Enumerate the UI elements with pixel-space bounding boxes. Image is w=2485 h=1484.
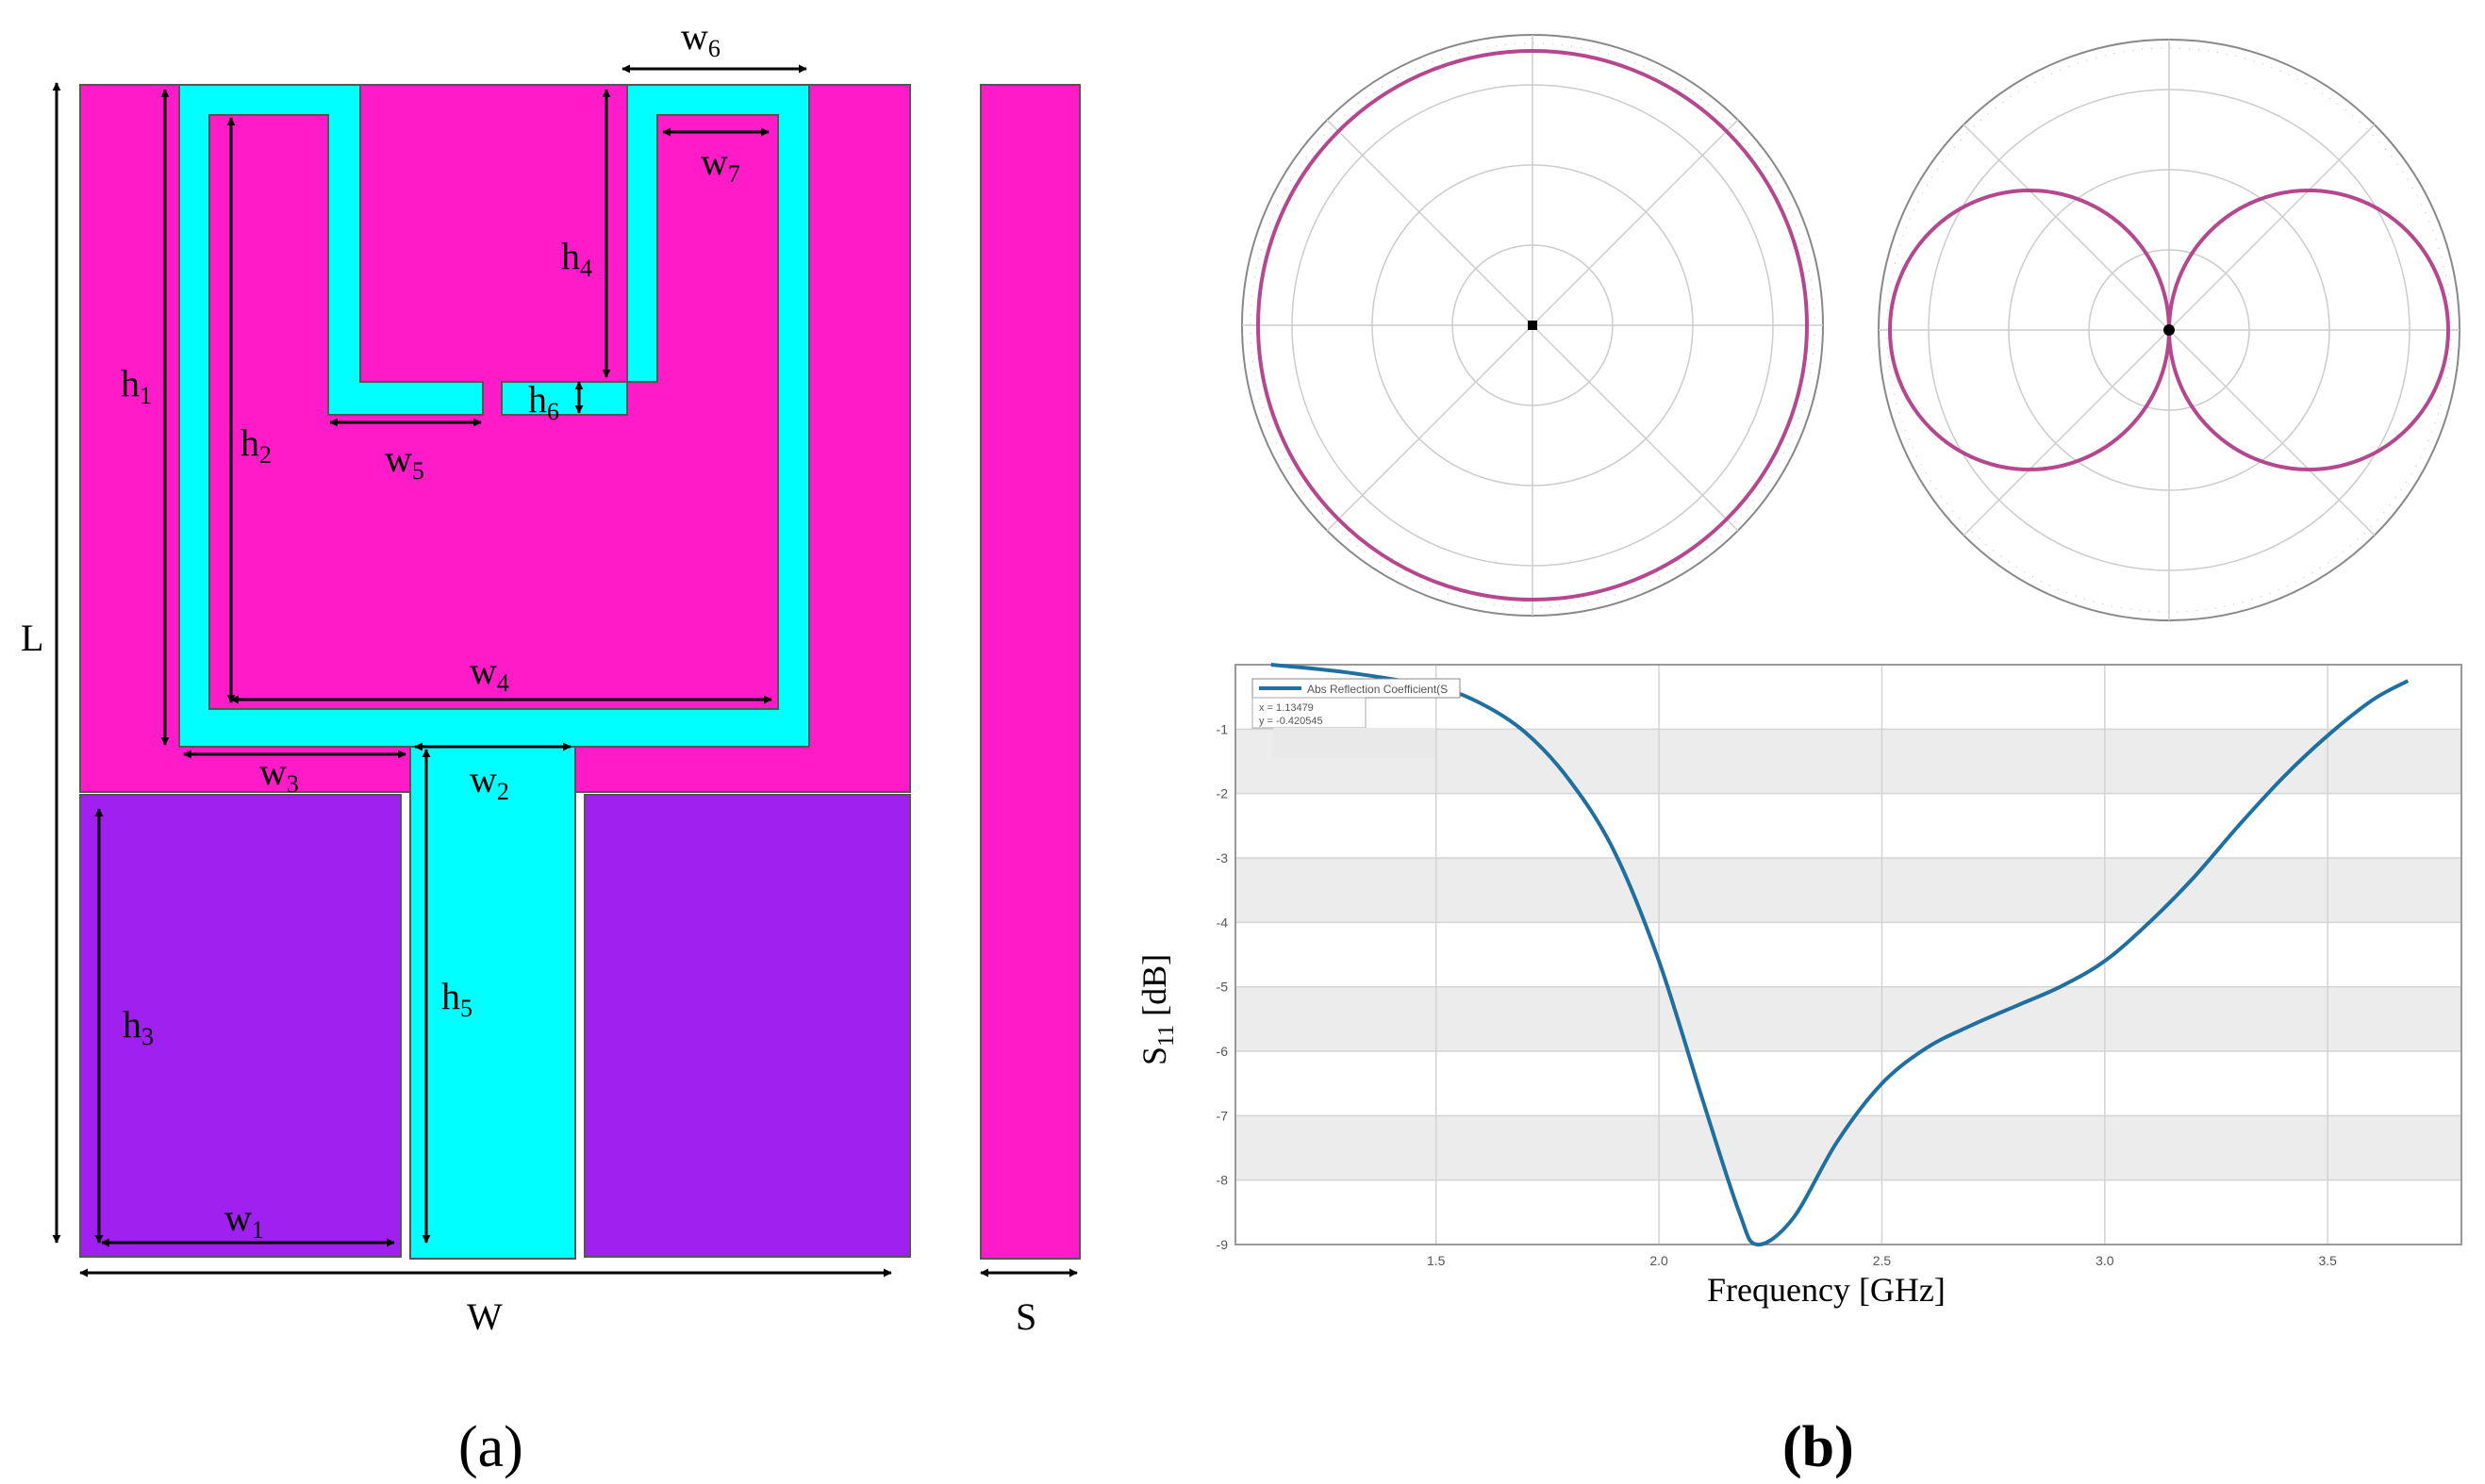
y-tick-label: -4 [1217,915,1229,930]
label-h6: h6 [528,378,559,425]
y-tick-label: -6 [1217,1044,1229,1059]
y-tick-label: -9 [1217,1237,1229,1252]
marker-x-readout: x = 1.13479 [1259,702,1314,714]
plot-frame [1234,664,2462,1245]
polar-origin [2163,324,2175,336]
substrate [79,84,911,793]
x-tick-label: 3.0 [2096,1253,2114,1268]
label-w3: w3 [259,750,299,798]
x-axis-label: Frequency [GHz] [1707,1271,1946,1309]
label-W: W [467,1295,503,1338]
y-tick-label: -8 [1217,1173,1229,1188]
y-axis-label: S11 [dB] [1135,954,1179,1065]
feed-line [409,744,576,1260]
polar-origin [1528,321,1537,330]
antenna-layout [79,84,1081,1260]
label-h4: h4 [561,235,592,282]
s11-curve [1270,663,2410,1247]
label-S: S [1016,1295,1036,1338]
x-tick-label: 2.5 [1873,1253,1892,1268]
dimension-labels: L W S h1 h2 h3 h4 h5 h6 w1 w2 w3 w4 w5 w… [21,15,1036,1338]
x-tick-labels: 1.5 2.0 2.5 3.0 3.5 [1427,1253,2337,1268]
caption-b: (b) [1782,1415,1854,1479]
chart-band [1235,858,2461,923]
x-tick-label: 3.5 [2318,1253,2337,1268]
y-tick-label: -3 [1217,850,1229,866]
label-h3: h3 [123,1003,154,1050]
dimension-lines [52,64,1078,1278]
radiator-outer-loop [178,84,810,748]
chart-band [1235,986,2461,1051]
label-h5: h5 [441,975,472,1022]
caption-a: (a) [458,1415,523,1479]
label-h2: h2 [240,421,272,469]
radiation-pattern-omni [1241,34,1824,617]
substrate-side-view [980,84,1081,1260]
label-w2: w2 [470,758,509,805]
label-w5: w5 [385,437,424,485]
y-tick-label: -2 [1217,786,1229,801]
pattern-curve-omni [1256,49,1809,602]
label-w4: w4 [470,650,509,697]
label-w1: w1 [224,1196,264,1244]
chart-band [1235,729,2461,794]
y-tick-labels: -1 -2 -3 -4 -5 -6 -7 -8 -9 [1217,721,1229,1252]
y-tick-label: -7 [1217,1108,1229,1123]
label-h1: h1 [121,362,152,409]
ground-plane-right [584,794,911,1258]
label-w6: w6 [681,15,721,62]
marker-readout-box [1251,697,1367,729]
ground-plane-left [79,794,402,1258]
radiation-pattern-figure8 [1878,39,2460,621]
label-w7: w7 [701,140,740,188]
y-tick-label: -1 [1217,721,1229,736]
marker-y-readout: y = -0.420545 [1259,716,1323,727]
chart-bands [1235,729,2461,1180]
legend-label: Abs Reflection Coefficient(S [1307,683,1448,696]
x-tick-label: 1.5 [1427,1253,1446,1268]
label-L: L [21,617,43,659]
x-tick-label: 2.0 [1649,1253,1668,1268]
chart-legend: Abs Reflection Coefficient(S x = 1.13479… [1251,678,1461,758]
y-tick-label: -5 [1217,980,1229,995]
s11-chart: -1 -2 -3 -4 -5 -6 -7 -8 -9 1.5 2.0 2.5 3.0 3.5 Abs R… [1135,663,2462,1309]
